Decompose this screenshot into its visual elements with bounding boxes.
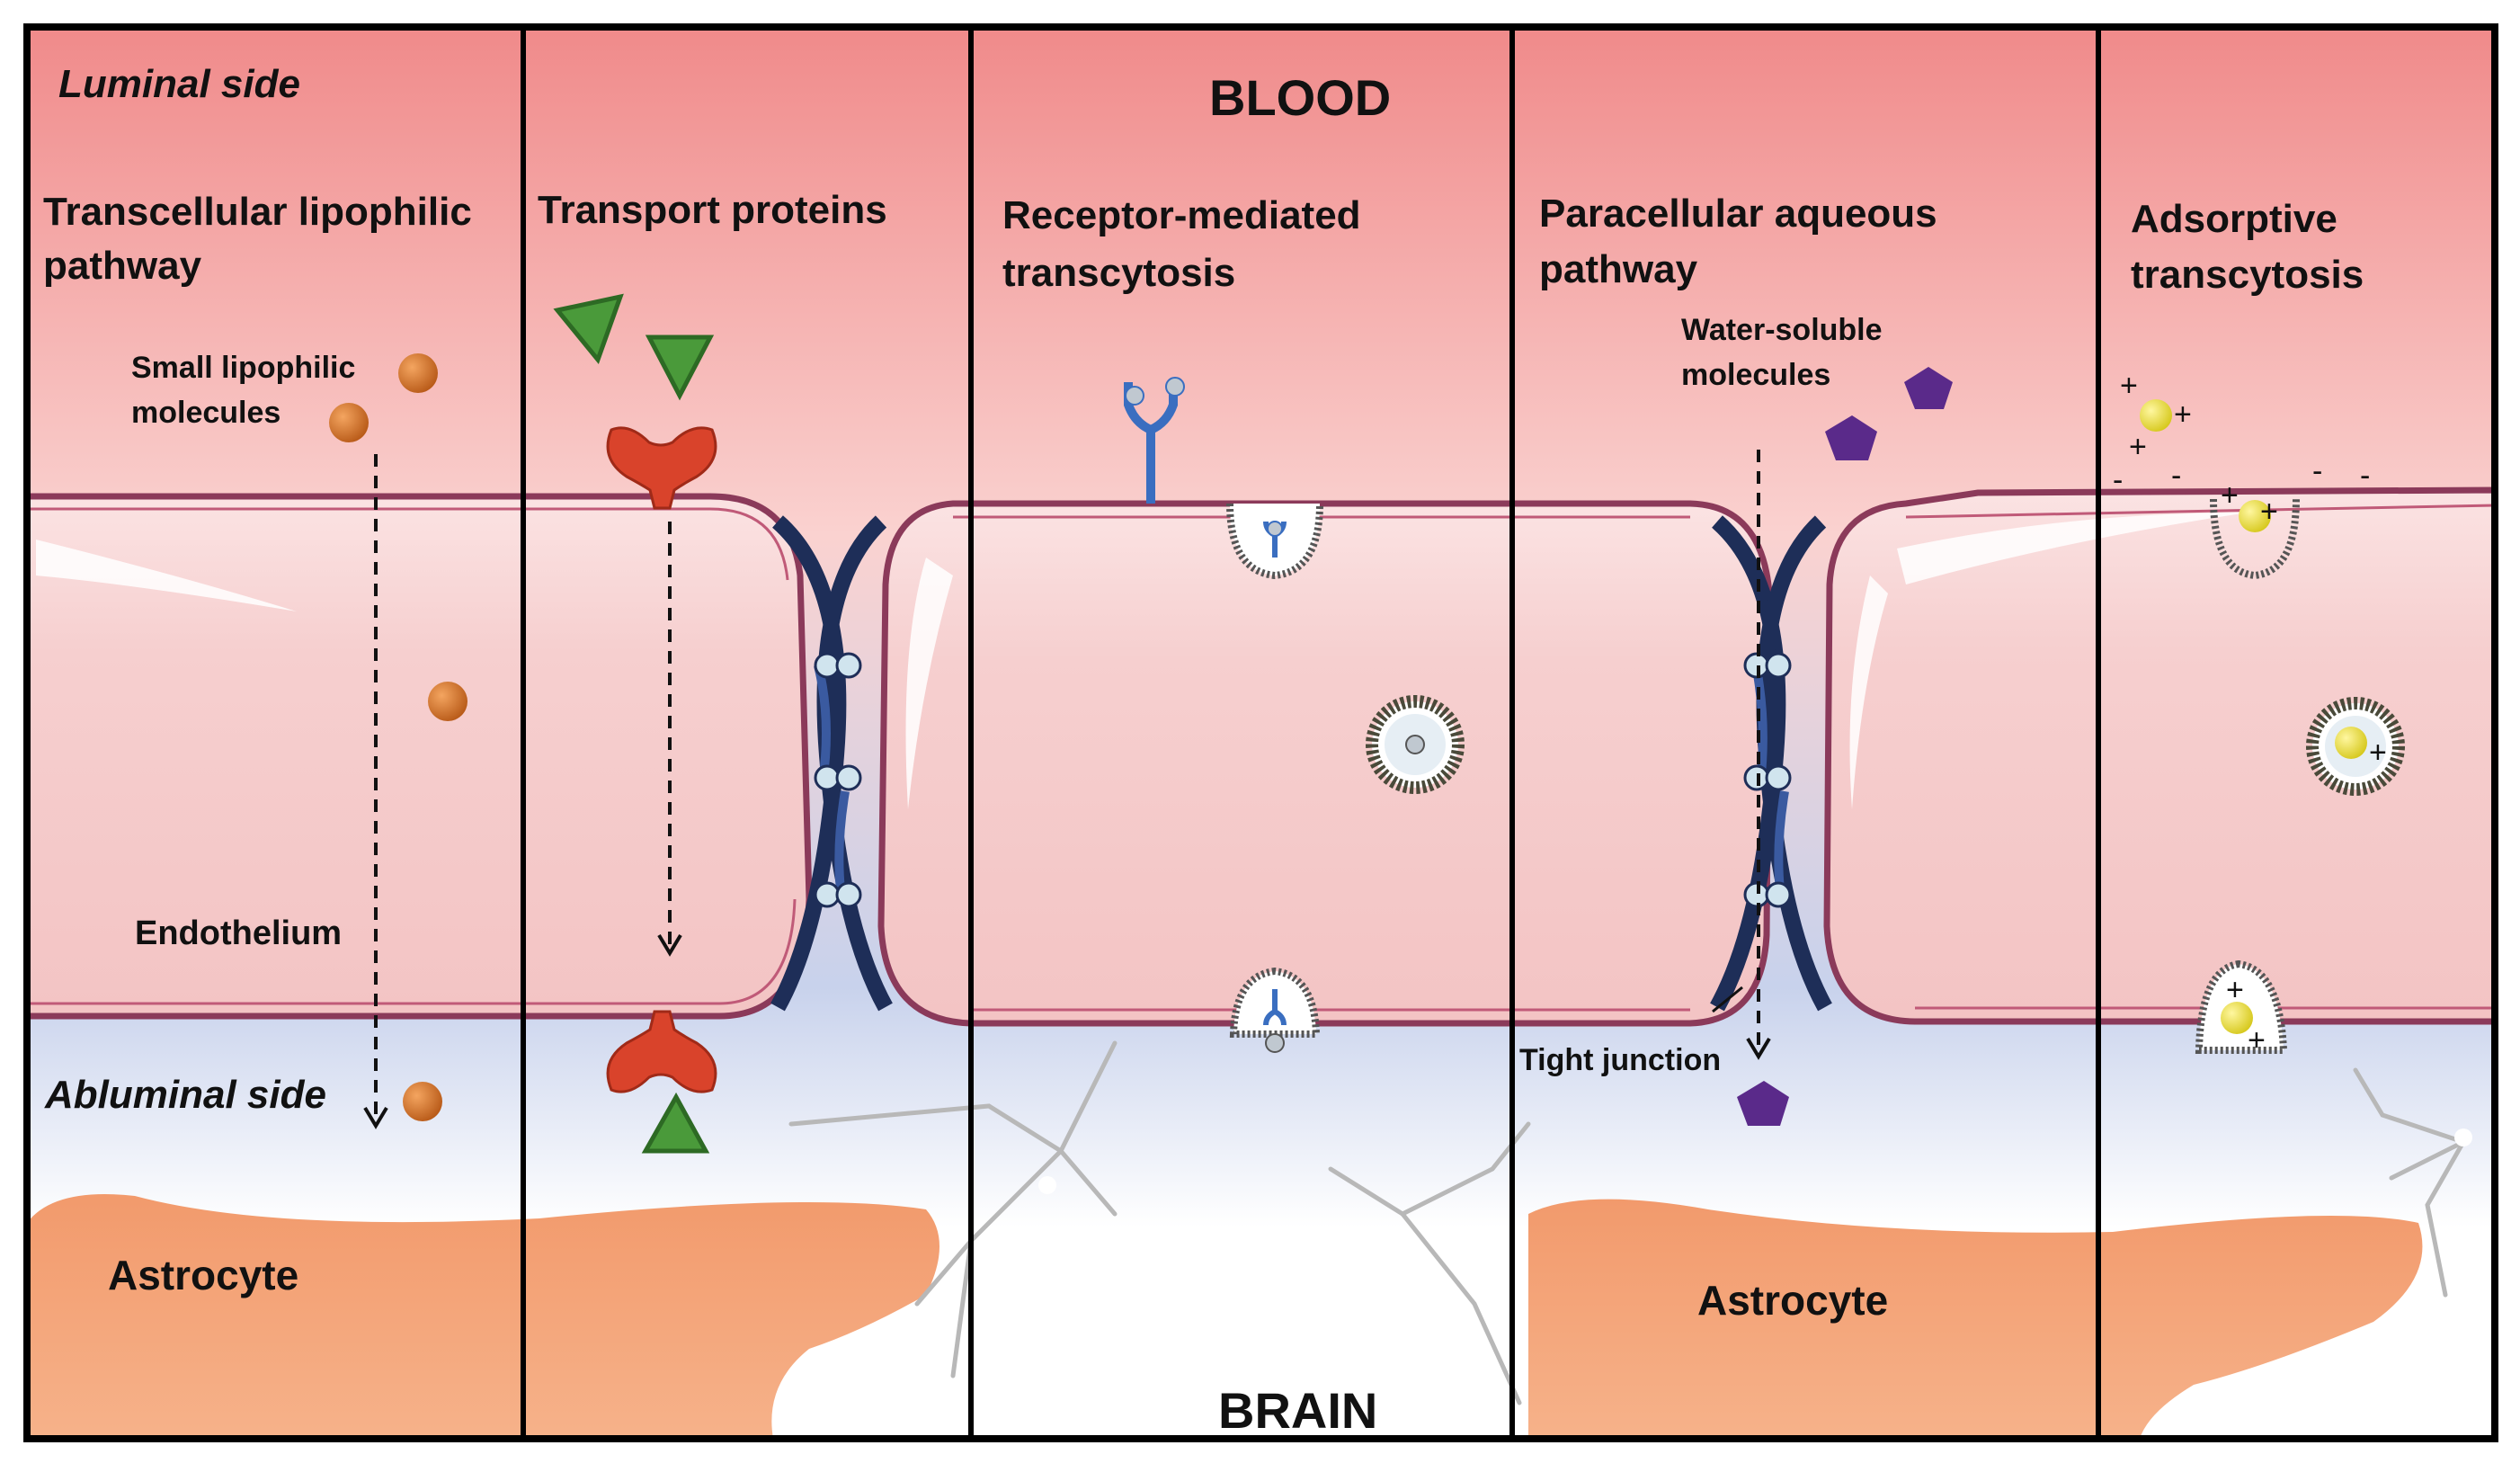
- water-soluble-molecule: [1904, 367, 1953, 409]
- adsorptive-vesicle: [2306, 697, 2405, 796]
- minus-sign: -: [2360, 459, 2370, 493]
- luminal-side-label: Luminal side: [58, 62, 300, 106]
- transporter-protein-luminal: [606, 426, 717, 510]
- substrate-triangle: [553, 293, 624, 365]
- plus-sign: +: [2226, 973, 2244, 1007]
- transcytotic-vesicle: [1366, 695, 1465, 794]
- lipophilic-diffusion-arrow: [363, 454, 388, 1129]
- cell-highlight: [1849, 575, 1888, 809]
- plus-sign: +: [2174, 397, 2192, 432]
- cell-highlight: [36, 540, 297, 611]
- pathway-3-title-line1: Receptor-mediated: [1002, 193, 1361, 237]
- charge-signs: + + + - - - - + + + + +: [2113, 369, 2387, 1057]
- tight-junction-1: [770, 515, 893, 1012]
- exocytic-pit-abluminal: [1229, 967, 1321, 1053]
- transporter-protein-abluminal: [606, 1010, 717, 1093]
- tight-junction-pointer: [1712, 986, 1743, 1013]
- lipophilic-molecule: [428, 682, 467, 721]
- substrate-triangle: [645, 335, 715, 401]
- cationic-molecule: [2140, 399, 2172, 432]
- plus-sign: +: [2120, 369, 2138, 403]
- astrocyte-right-label: Astrocyte: [1697, 1277, 1888, 1324]
- abluminal-side-label: Abluminal side: [44, 1073, 326, 1117]
- diagram-border: [23, 23, 2498, 1442]
- lipophilic-molecule: [329, 403, 369, 442]
- endothelial-cell-right: [1823, 486, 2498, 1025]
- astrocyte-left-shape: [27, 1194, 939, 1439]
- pathway-2-title: Transport proteins: [538, 188, 887, 232]
- pathway-5-title-line2: transcytosis: [2131, 253, 2364, 297]
- pathway-1-title-line2: pathway: [43, 244, 202, 288]
- carrier-transport-arrow: [657, 522, 682, 957]
- pathway-5-title-line1: Adsorptive: [2131, 197, 2337, 241]
- lipophilic-molecule: [403, 1082, 442, 1121]
- neuron-soma: [2454, 1129, 2472, 1146]
- pathway-4-title-line1: Paracellular aqueous: [1539, 192, 1937, 236]
- water-soluble-molecule: [1737, 1081, 1789, 1126]
- cell-highlight: [905, 558, 953, 809]
- membrane-inner-line: [27, 507, 789, 581]
- water-soluble-molecules: [1737, 367, 1953, 1126]
- blood-label: BLOOD: [1209, 69, 1391, 126]
- tight-junction-label: Tight junction: [1519, 1043, 1721, 1077]
- pathway-1-title-line1: Transcellular lipophilic: [43, 190, 472, 234]
- plus-sign: +: [2369, 736, 2387, 770]
- plus-sign: +: [2248, 1023, 2266, 1057]
- minus-sign: -: [2312, 454, 2322, 488]
- plus-sign: +: [2260, 495, 2278, 529]
- receptor-ligand: [1165, 377, 1185, 397]
- cell-highlight: [1897, 513, 2248, 584]
- adsorptive-pit-abluminal: [2195, 959, 2288, 1054]
- minus-sign: -: [2113, 463, 2123, 497]
- brain-label: BRAIN: [1218, 1382, 1377, 1439]
- endothelial-cell-middle: [877, 500, 1773, 1027]
- membrane-inner-line: [27, 898, 797, 1005]
- small-lipophilic-label-line2: molecules: [131, 396, 280, 430]
- pathway-3-title-line2: transcytosis: [1002, 251, 1235, 295]
- lipophilic-molecule: [398, 353, 438, 393]
- water-soluble-label-line1: Water-soluble: [1681, 313, 1883, 347]
- panel-dividers: [521, 27, 2101, 1439]
- paracellular-arrow: [1746, 450, 1771, 1060]
- endocytic-pit-luminal: [1226, 503, 1323, 580]
- cationic-molecule: [2239, 500, 2271, 532]
- endothelium-label: Endothelium: [135, 914, 342, 952]
- substrate-triangle: [641, 1092, 710, 1154]
- small-lipophilic-label-line1: Small lipophilic: [131, 351, 355, 385]
- receptor-antibody: [1124, 377, 1185, 504]
- astrocyte-right-shape: [1528, 1199, 2423, 1439]
- plus-sign: +: [2129, 430, 2147, 464]
- membrane-inner-line: [1905, 504, 2496, 519]
- plus-sign: +: [2221, 478, 2239, 513]
- neuron-soma: [1038, 1176, 1056, 1194]
- astrocyte-left-label: Astrocyte: [108, 1252, 298, 1298]
- neuron-processes: [788, 1040, 2466, 1405]
- transporter-substrates: [553, 293, 715, 1154]
- pathway-4-title-line2: pathway: [1539, 247, 1698, 291]
- receptor-ligand: [1125, 386, 1144, 406]
- minus-sign: -: [2171, 459, 2181, 493]
- water-soluble-label-line2: molecules: [1681, 358, 1830, 392]
- lipophilic-molecules: [329, 353, 467, 1121]
- water-soluble-molecule: [1825, 415, 1877, 460]
